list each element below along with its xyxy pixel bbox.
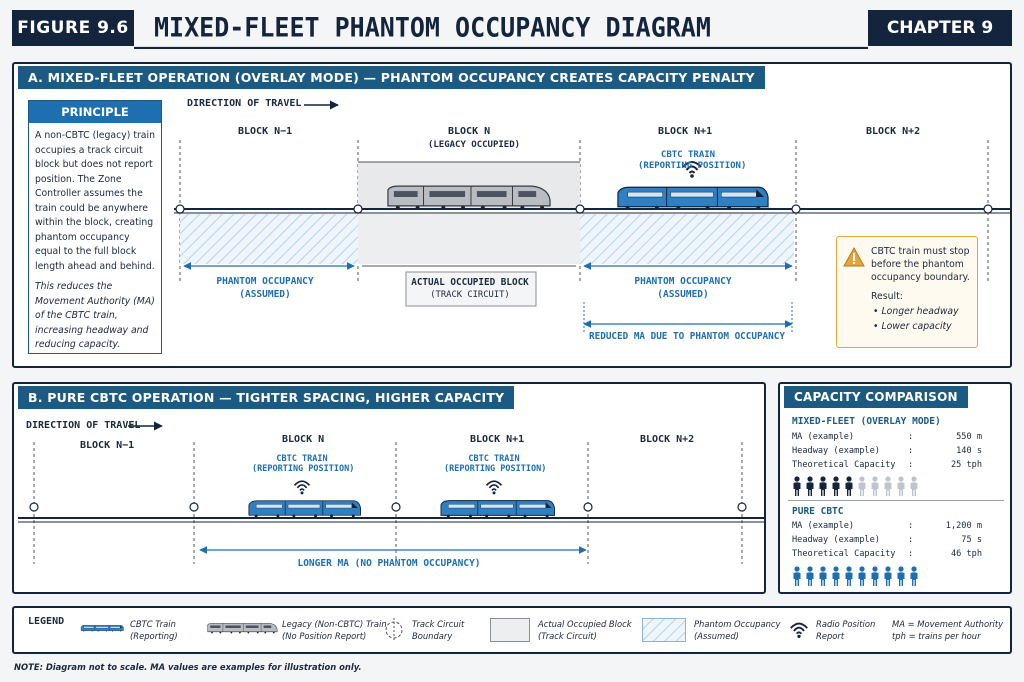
mixed-capacity-people [792,476,919,496]
person-icon [858,476,866,496]
legend-legacy-train-icon [207,623,278,634]
radio-icon [485,480,503,496]
capacity-panel: CAPACITY COMPARISON MIXED-FLEET (OVERLAY… [778,382,1012,594]
person-icon [845,566,853,586]
person-icon [884,476,892,496]
legend-item: CBTC Train(Reporting) [130,619,178,641]
cbtc-train [248,500,362,518]
principle-title: PRINCIPLE [29,101,161,123]
person-icon [806,566,814,586]
phantom-zone-left [180,214,358,264]
reduced-ma-label: REDUCED MA DUE TO PHANTOM OCCUPANCY [589,331,785,342]
pure-title: PURE CBTC [792,506,844,517]
actual-occupied-zone [358,214,580,264]
actual-block-label: ACTUAL OCCUPIED BLOCK [411,277,529,288]
block-sub-label: (LEGACY OCCUPIED) [427,140,521,150]
legend-panel: LEGEND CBTC Train(Reporting) Legacy (Non… [12,606,1012,654]
section-b-diagram [18,421,764,564]
warning-bullet: • Lower capacity [873,321,952,332]
person-icon [819,566,827,586]
warning-result: Result: [871,291,903,302]
person-icon [910,476,918,496]
chapter-label: CHAPTER 9 [868,10,1012,46]
person-icon [793,476,801,496]
block-label: BLOCK N+2 [640,434,695,445]
legend-item: Legacy (Non-CBTC) Train(No Position Repo… [282,619,387,641]
cbtc-train-sublabel: (REPORTING POSITION) [252,464,355,474]
legend-occupied-swatch [490,618,530,642]
legend-title: LEGEND [28,616,65,627]
cbtc-train-label: CBTC TRAIN [468,454,520,464]
mixed-title: MIXED-FLEET (OVERLAY MODE) [792,416,941,427]
figure-number: FIGURE 9.6 [12,10,134,46]
legend-cbtc-train-icon [80,624,124,632]
pure-capacity-people [792,566,919,586]
person-icon [832,476,840,496]
person-icon [858,566,866,586]
section-b-panel: B. PURE CBTC OPERATION — TIGHTER SPACING… [12,382,766,594]
section-a-diagram [174,100,1010,332]
person-icon [884,566,892,586]
phantom-label-left: PHANTOM OCCUPANCY [216,276,314,287]
person-icon [832,566,840,586]
person-icon [871,476,879,496]
page-title: MIXED-FLEET PHANTOM OCCUPANCY DIAGRAM [134,7,868,49]
direction-label: DIRECTION OF TRAVEL [187,98,302,109]
legend-radio-icon [789,622,809,640]
person-icon [897,476,905,496]
block-label: BLOCK N+1 [470,434,525,445]
radio-icon [293,480,311,496]
cbtc-train-label: CBTC TRAIN [660,150,716,160]
direction-label: DIRECTION OF TRAVEL [26,420,141,431]
section-a-panel: A. MIXED-FLEET OPERATION (OVERLAY MODE) … [12,62,1012,368]
longer-ma-label: LONGER MA (NO PHANTOM OCCUPANCY) [297,558,481,569]
warning-text: CBTC train must stop before the phantom … [871,246,970,283]
phantom-sublabel-left: (ASSUMED) [239,289,291,300]
block-label: BLOCK N+2 [866,126,921,137]
warning-box: CBTC train must stop before the phantom … [836,236,978,348]
principle-italic: This reduces the Movement Authority (MA)… [35,281,155,350]
legend-track-circuit-icon [385,618,403,642]
actual-block-sublabel: (TRACK CIRCUIT) [430,290,510,300]
warning-icon [843,247,865,267]
legend-item: Phantom Occupancy(Assumed) [694,619,781,641]
pure-table: MA (example):1,200 m Headway (example):7… [792,521,982,559]
block-label: BLOCK N−1 [80,440,135,451]
cbtc-train [617,186,769,209]
phantom-sublabel-right: (ASSUMED) [657,289,709,300]
phantom-zone-right [580,214,794,264]
section-b-title: B. PURE CBTC OPERATION — TIGHTER SPACING… [18,386,515,409]
legacy-train [387,185,551,210]
cbtc-train-sublabel: (REPORTING POSITION) [638,161,747,171]
capacity-title: CAPACITY COMPARISON [784,386,968,408]
cbtc-train-sublabel: (REPORTING POSITION) [444,464,547,474]
block-label: BLOCK N+1 [658,126,713,137]
mixed-table: MA (example):550 m Headway (example):140… [792,432,982,470]
person-icon [910,566,918,586]
person-icon [845,476,853,496]
block-label: BLOCK N [282,434,325,445]
footnote: NOTE: Diagram not to scale. MA values ar… [14,662,362,672]
warning-bullet: • Longer headway [873,306,959,317]
legend-item: Actual Occupied Block(Track Circuit) [538,619,632,641]
cbtc-train [440,500,556,518]
block-label: BLOCK N−1 [238,126,293,137]
person-icon [897,566,905,586]
person-icon [793,566,801,586]
person-icon [806,476,814,496]
legend-phantom-swatch [642,618,686,642]
person-icon [871,566,879,586]
section-a-title: A. MIXED-FLEET OPERATION (OVERLAY MODE) … [18,66,765,89]
phantom-label-right: PHANTOM OCCUPANCY [634,276,732,287]
block-label: BLOCK N [448,126,491,137]
person-icon [819,476,827,496]
principle-box: PRINCIPLE A non-CBTC (legacy) train occu… [28,100,162,354]
cbtc-train-label: CBTC TRAIN [276,454,328,464]
principle-text: A non-CBTC (legacy) train occupies a tra… [35,130,155,272]
